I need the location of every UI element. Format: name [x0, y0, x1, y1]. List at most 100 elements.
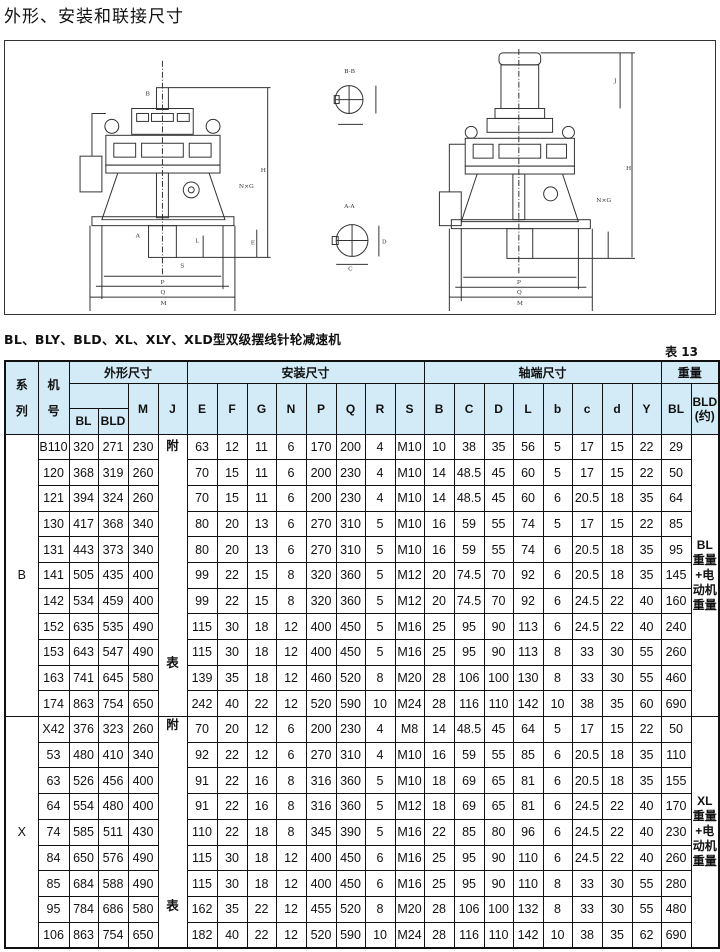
d-cell: 35	[601, 921, 633, 949]
y-cell: 35	[631, 561, 662, 589]
s-cell: M20	[394, 895, 425, 923]
b-cell: 22	[423, 818, 455, 846]
f-cell: 30	[216, 639, 248, 666]
c-cell: 24.5	[571, 818, 603, 846]
c-cell: 24.5	[571, 793, 603, 820]
q-cell: 360	[335, 767, 366, 795]
header-n: N	[275, 382, 307, 435]
c-cell: 95	[453, 844, 485, 872]
s-cell: M10	[394, 433, 425, 461]
n-cell: 8	[275, 587, 307, 615]
y-cell: 55	[631, 895, 662, 923]
d-cell: 22	[601, 844, 633, 872]
weight-cell: 29	[660, 433, 692, 461]
m-cell: 340	[127, 510, 159, 538]
y-cell: 22	[631, 716, 662, 743]
m-cell: 400	[127, 561, 159, 589]
weight-cell: 460	[660, 664, 692, 692]
header-outline-blank	[68, 382, 129, 409]
b-cell: 18	[423, 767, 455, 795]
p-cell: 200	[305, 459, 337, 486]
bl-cell: 863	[68, 921, 99, 949]
q-cell: 450	[335, 613, 366, 640]
section-views: B-B A-A C D	[331, 68, 387, 272]
d-cell: 45	[483, 459, 514, 486]
label-aa: A-A	[343, 203, 355, 210]
r-cell: 5	[364, 587, 396, 615]
e-cell: 70	[186, 459, 218, 486]
f-cell: 22	[216, 587, 248, 615]
vertical-reducer-left: P Q M H S N×G L E A B	[79, 60, 271, 312]
label-m-right: M	[517, 300, 523, 307]
g-cell: 22	[246, 921, 277, 949]
header-q: Q	[335, 382, 366, 435]
bl-cell: 863	[68, 690, 99, 718]
c-cell: 48.5	[453, 484, 485, 512]
e-cell: 110	[186, 818, 218, 846]
e-cell: 242	[186, 690, 218, 718]
b-cell: 6	[542, 741, 573, 769]
d-cell: 30	[601, 870, 633, 897]
q-cell: 520	[335, 895, 366, 923]
r-cell: 5	[364, 613, 396, 640]
y-cell: 55	[631, 664, 662, 692]
g-cell: 12	[246, 716, 277, 743]
n-cell: 12	[275, 870, 307, 897]
s-cell: M12	[394, 561, 425, 589]
m-cell: 580	[127, 664, 159, 692]
header-shaft-D: D	[483, 382, 514, 435]
y-cell: 35	[631, 484, 662, 512]
n-cell: 12	[275, 664, 307, 692]
q-cell: 360	[335, 561, 366, 589]
e-cell: 115	[186, 613, 218, 640]
vertical-reducer-with-motor-right: J N×G P Q M H	[438, 48, 635, 312]
c-cell: 20.5	[571, 741, 603, 769]
g-cell: 12	[246, 741, 277, 769]
p-cell: 400	[305, 844, 337, 872]
j-note-cell: 附表	[157, 716, 188, 949]
table-subtitle: BL、BLY、BLD、XL、XLY、XLD型双级摆线针轮减速机	[4, 332, 342, 347]
s-cell: M10	[394, 767, 425, 795]
b-cell: 28	[423, 690, 455, 718]
weight-cell: 240	[660, 613, 692, 640]
y-cell: 22	[631, 510, 662, 538]
b-cell: 14	[423, 716, 455, 743]
m-cell: 230	[127, 433, 159, 461]
q-cell: 360	[335, 793, 366, 820]
header-model: 机号	[37, 360, 70, 435]
l-cell: 74	[512, 536, 544, 563]
c-cell: 20.5	[571, 484, 603, 512]
e-cell: 162	[186, 895, 218, 923]
s-cell: M16	[394, 818, 425, 846]
n-cell: 12	[275, 690, 307, 718]
c-cell: 33	[571, 639, 603, 666]
model-cell: 64	[37, 793, 70, 820]
b-cell: 25	[423, 870, 455, 897]
q-cell: 230	[335, 459, 366, 486]
n-cell: 8	[275, 561, 307, 589]
bld-cell: 645	[97, 664, 129, 692]
l-cell: 64	[512, 716, 544, 743]
r-cell: 8	[364, 664, 396, 692]
model-cell: 141	[37, 561, 70, 589]
c-cell: 74.5	[453, 587, 485, 615]
p-cell: 170	[305, 433, 337, 461]
l-cell: 81	[512, 793, 544, 820]
bld-cell: 319	[97, 459, 129, 486]
y-cell: 40	[631, 818, 662, 846]
n-cell: 6	[275, 433, 307, 461]
b-cell: 14	[423, 484, 455, 512]
weight-cell: 145	[660, 561, 692, 589]
q-cell: 310	[335, 741, 366, 769]
l-cell: 130	[512, 664, 544, 692]
model-cell: 142	[37, 587, 70, 615]
q-cell: 520	[335, 664, 366, 692]
s-cell: M16	[394, 870, 425, 897]
y-cell: 40	[631, 844, 662, 872]
l-cell: 142	[512, 690, 544, 718]
e-cell: 70	[186, 716, 218, 743]
